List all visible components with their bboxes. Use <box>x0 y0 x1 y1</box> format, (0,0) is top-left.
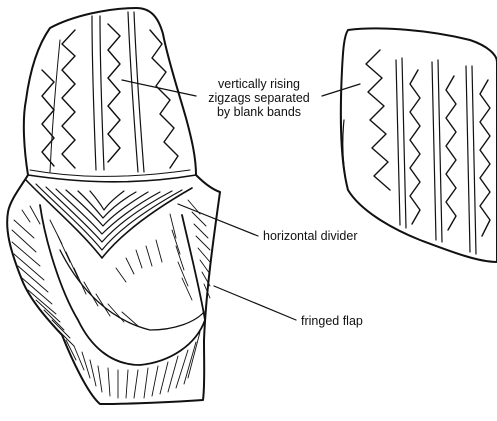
blank-band-line <box>432 62 436 240</box>
zigzags-callout-line-2: zigzags separated <box>198 91 320 105</box>
blank-band-line <box>134 12 144 172</box>
flap-callout: fringed flap <box>301 314 363 328</box>
blank-band-line <box>402 58 406 228</box>
zigzag-column <box>410 70 420 224</box>
divider-chevron-line <box>90 191 124 210</box>
zigzags-callout-line-1: vertically rising <box>198 77 320 91</box>
blank-band-line <box>92 16 96 170</box>
blank-band-line <box>438 60 442 242</box>
zigzags-callout-line-3: by blank bands <box>198 105 320 119</box>
zigzag-column <box>446 76 456 230</box>
fringe-hatching <box>12 200 210 398</box>
blank-band-line <box>100 16 104 170</box>
flap-inner-curve <box>60 250 204 330</box>
upper-band-base-shadow <box>30 170 190 176</box>
zigzag-column <box>62 30 75 168</box>
zigzag-column <box>366 50 390 190</box>
zigzag-column <box>108 24 120 162</box>
divider-chevron-line <box>66 190 148 226</box>
blank-band-line <box>50 40 60 172</box>
blank-band-line <box>396 60 400 225</box>
small-stone-edge <box>343 120 348 190</box>
zigzag-column <box>480 80 490 236</box>
blank-band-line <box>472 66 476 254</box>
divider-callout: horizontal divider <box>263 229 358 243</box>
leader-line-flap <box>214 286 296 320</box>
blank-band-line <box>466 66 470 252</box>
divider-chevron-line <box>78 191 136 218</box>
zigzag-column <box>42 70 54 166</box>
blank-band-line <box>128 12 138 172</box>
zigzag-column <box>150 30 178 168</box>
zigzags-callout: vertically rising zigzags separated by b… <box>198 77 320 119</box>
divider-chevron-line <box>36 184 182 250</box>
